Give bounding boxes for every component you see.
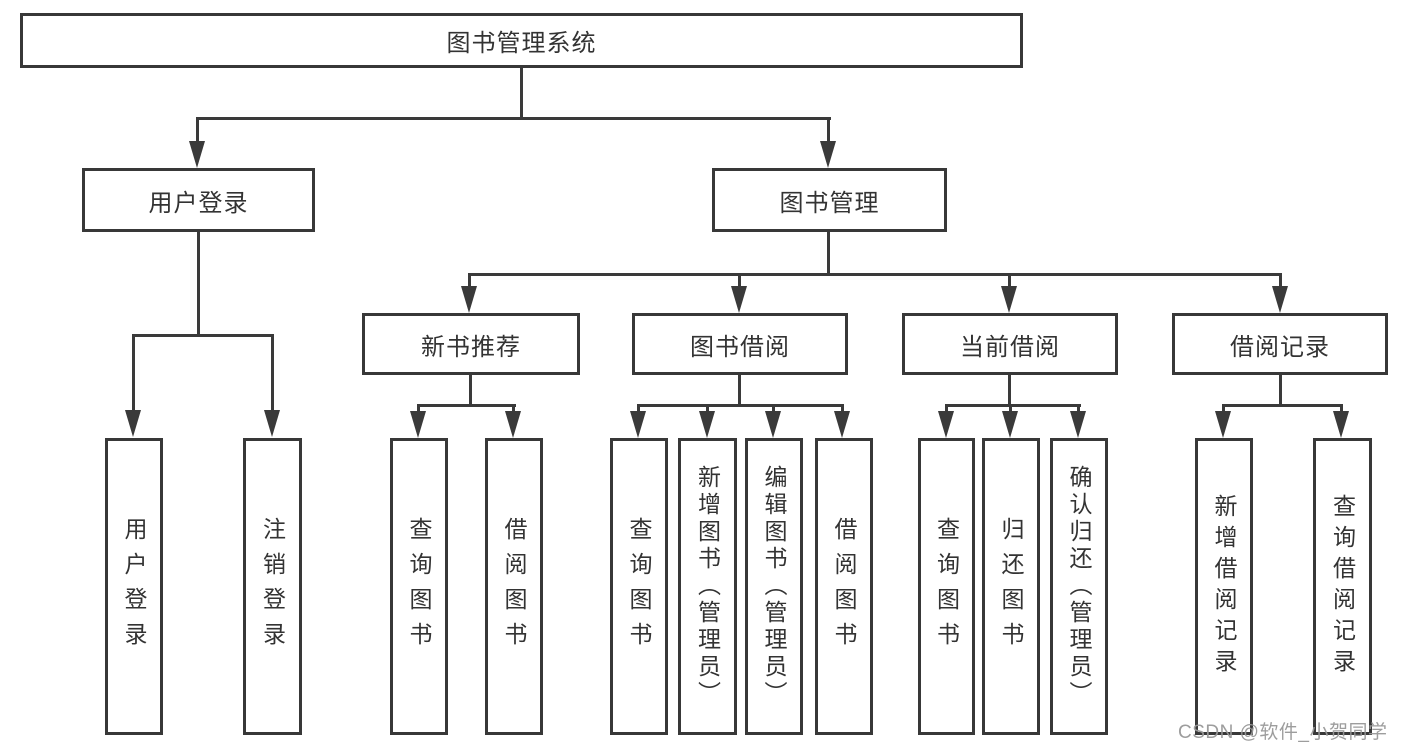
arrowhead-icon	[410, 411, 426, 438]
connector-drop-leaf	[1009, 404, 1012, 414]
node-label: 新书推荐	[421, 333, 521, 361]
connector-bookmgmt-rail	[468, 273, 1281, 276]
connector-group-stem	[738, 375, 741, 407]
connector-drop-level3	[1008, 273, 1011, 288]
connector-group-rail	[417, 404, 516, 407]
connector-drop-leaf	[772, 404, 775, 414]
leaf-add-books-admin: 新增图书（管理员）	[678, 438, 737, 735]
node-current-borrow: 当前借阅	[902, 313, 1118, 375]
leaf-label: 借阅图书	[831, 516, 857, 657]
node-book-borrow: 图书借阅	[632, 313, 848, 375]
connector-group-rail	[637, 404, 844, 407]
connector-drop-book-management	[827, 117, 830, 145]
leaf-label: 查询图书	[933, 516, 960, 657]
connector-group-stem	[1008, 375, 1011, 407]
connector-group-rail	[1222, 404, 1343, 407]
connector-drop-leaf	[271, 334, 274, 413]
connector-drop-leaf	[512, 404, 515, 414]
leaf-logout: 注销登录	[243, 438, 302, 735]
leaf-label: 查询图书	[626, 516, 652, 657]
connector-root-stem	[520, 68, 523, 120]
leaf-label: 借阅图书	[501, 516, 527, 657]
node-label: 图书管理系统	[446, 30, 597, 57]
leaf-borrow-books-2: 借阅图书	[815, 438, 873, 735]
leaf-query-borrow-record: 查询借阅记录	[1313, 438, 1372, 735]
arrowhead-icon	[699, 411, 715, 438]
connector-drop-leaf	[1077, 404, 1080, 414]
leaf-confirm-return-admin: 确认归还（管理员）	[1050, 438, 1108, 735]
arrowhead-icon	[505, 411, 521, 438]
leaf-label: 归还图书	[998, 516, 1024, 657]
connector-group-rail	[945, 404, 1081, 407]
arrowhead-icon	[1272, 286, 1288, 313]
node-label: 用户登录	[148, 189, 249, 217]
arrowhead-icon	[1002, 411, 1018, 438]
arrowhead-icon	[1333, 411, 1349, 438]
connector-drop-leaf	[637, 404, 640, 414]
node-user-login-branch: 用户登录	[82, 168, 315, 232]
connector-drop-leaf	[417, 404, 420, 414]
connector-bookmgmt-stem	[827, 232, 830, 276]
leaf-user-login: 用户登录	[105, 438, 163, 735]
arrowhead-icon	[765, 411, 781, 438]
connector-drop-user-login	[196, 117, 199, 145]
connector-drop-level3	[738, 273, 741, 288]
connector-drop-level3	[1279, 273, 1282, 288]
arrowhead-icon	[820, 141, 836, 168]
connector-drop-leaf	[1222, 404, 1225, 414]
connector-drop-level3	[468, 273, 471, 288]
connector-group-stem	[469, 375, 472, 407]
connector-userlogin-stem	[197, 232, 200, 337]
node-label: 当前借阅	[960, 333, 1060, 361]
node-root-library-system: 图书管理系统	[20, 13, 1023, 68]
connector-root-rail	[196, 117, 831, 120]
leaf-label: 新增图书（管理员）	[694, 465, 721, 708]
connector-drop-leaf	[706, 404, 709, 414]
arrowhead-icon	[938, 411, 954, 438]
arrowhead-icon	[1215, 411, 1231, 438]
node-book-management-branch: 图书管理	[712, 168, 947, 232]
leaf-query-books-3: 查询图书	[918, 438, 975, 735]
node-label: 借阅记录	[1230, 333, 1330, 361]
csdn-watermark: CSDN @软件_小贺同学	[1178, 722, 1388, 743]
leaf-add-borrow-record: 新增借阅记录	[1195, 438, 1253, 735]
node-label: 图书借阅	[690, 333, 790, 361]
arrowhead-icon	[731, 286, 747, 313]
node-label: 图书管理	[779, 189, 880, 217]
leaf-query-books-1: 查询图书	[390, 438, 448, 735]
connector-drop-leaf	[1340, 404, 1343, 414]
arrowhead-icon	[834, 411, 850, 438]
node-new-book-recommend: 新书推荐	[362, 313, 580, 375]
connector-drop-leaf	[841, 404, 844, 414]
leaf-query-books-2: 查询图书	[610, 438, 668, 735]
arrowhead-icon	[125, 410, 141, 437]
arrowhead-icon	[189, 141, 205, 168]
leaf-return-books: 归还图书	[982, 438, 1040, 735]
node-borrow-records: 借阅记录	[1172, 313, 1388, 375]
connector-group-stem	[1279, 375, 1282, 407]
leaf-label: 查询借阅记录	[1329, 493, 1356, 680]
arrowhead-icon	[1001, 286, 1017, 313]
leaf-label: 用户登录	[121, 516, 147, 657]
leaf-borrow-books-1: 借阅图书	[485, 438, 543, 735]
arrowhead-icon	[461, 286, 477, 313]
arrowhead-icon	[1070, 411, 1086, 438]
leaf-label: 确认归还（管理员）	[1066, 465, 1092, 708]
arrowhead-icon	[264, 410, 280, 437]
connector-userlogin-rail	[132, 334, 274, 337]
leaf-label: 编辑图书（管理员）	[761, 465, 787, 708]
connector-drop-leaf	[132, 334, 135, 413]
leaf-edit-books-admin: 编辑图书（管理员）	[745, 438, 803, 735]
leaf-label: 新增借阅记录	[1211, 493, 1237, 680]
connector-drop-leaf	[945, 404, 948, 414]
arrowhead-icon	[630, 411, 646, 438]
leaf-label: 查询图书	[406, 516, 432, 657]
leaf-label: 注销登录	[259, 516, 286, 657]
